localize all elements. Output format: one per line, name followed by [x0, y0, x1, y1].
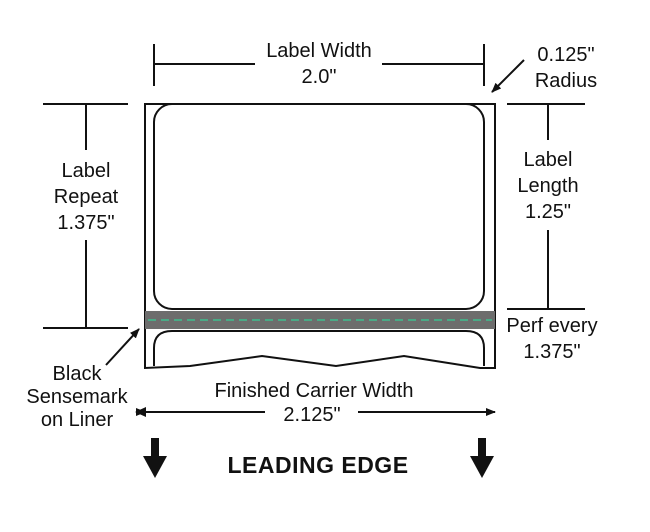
leading-edge-arrow-left — [143, 438, 167, 478]
label-repeat-value: 1.375" — [57, 212, 115, 234]
label-width-value: 2.0" — [301, 66, 337, 88]
radius-arrow — [491, 59, 525, 93]
perf-title: Perf every — [506, 315, 598, 337]
leading-edge-label: LEADING EDGE — [227, 452, 409, 478]
carrier-width-title: Finished Carrier Width — [214, 380, 414, 402]
perf-value: 1.375" — [523, 341, 581, 363]
sensemark-line3: on Liner — [40, 409, 114, 431]
sensemark-line1: Black — [52, 363, 102, 385]
radius-value: 0.125" — [537, 44, 595, 66]
carrier-width-value: 2.125" — [283, 404, 341, 426]
leading-edge-arrow-right — [470, 438, 494, 478]
label-repeat-line1: Label — [61, 160, 111, 182]
label-shape — [153, 103, 485, 310]
label-length-line1: Label — [523, 149, 573, 171]
label-length-value: 1.25" — [524, 201, 572, 223]
next-label-shape — [153, 330, 485, 366]
label-length-line2: Length — [517, 175, 579, 197]
label-repeat-line2: Repeat — [53, 186, 119, 208]
sensemark-line2: Sensemark — [26, 386, 128, 408]
sensemark-arrow — [105, 328, 140, 366]
label-width-title: Label Width — [266, 40, 372, 62]
radius-title: Radius — [534, 70, 598, 92]
